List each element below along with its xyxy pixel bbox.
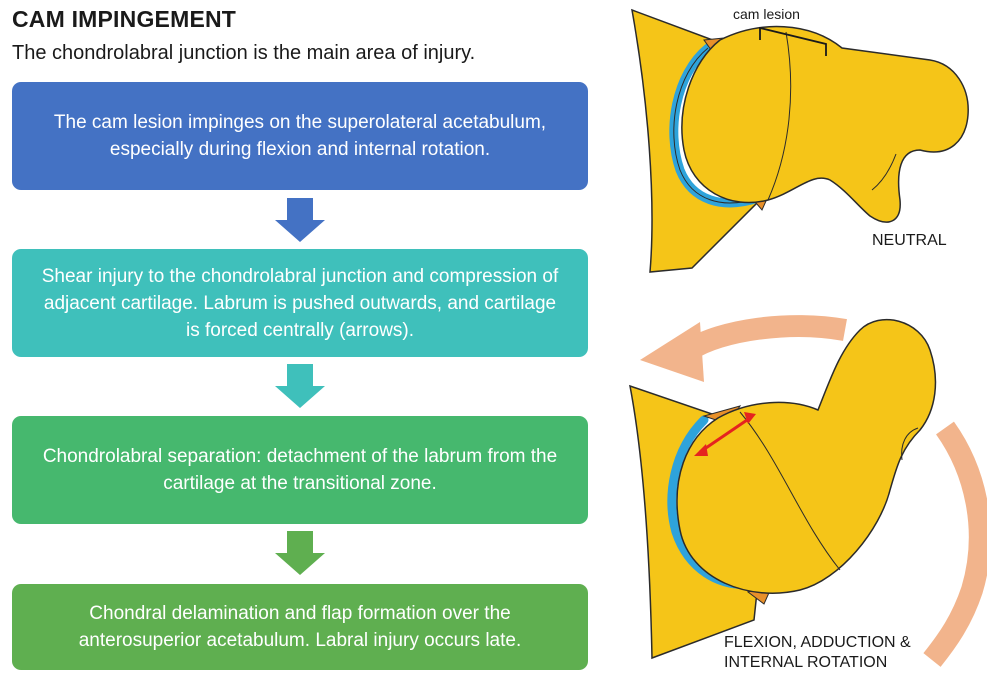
- step-3-box: Chondrolabral separation: detachment of …: [12, 416, 588, 524]
- step-2-box: Shear injury to the chondrolabral juncti…: [12, 249, 588, 357]
- page-title: CAM IMPINGEMENT: [12, 6, 237, 32]
- flexion-label-line1: FLEXION, ADDUCTION &: [724, 634, 911, 651]
- down-arrow-3-icon: [275, 531, 325, 575]
- page-subtitle: The chondrolabral junction is the main a…: [12, 42, 476, 64]
- down-arrow-2-icon: [275, 364, 325, 408]
- flexion-label-line2: INTERNAL ROTATION: [724, 654, 888, 671]
- step-3-text: Chondrolabral separation: detachment of …: [42, 446, 558, 494]
- neutral-label: NEUTRAL: [872, 232, 947, 249]
- cam-lesion-bracket: [759, 26, 827, 56]
- step-2-text: Shear injury to the chondrolabral juncti…: [41, 265, 559, 341]
- step-1-text: The cam lesion impinges on the superolat…: [53, 112, 547, 160]
- motion-arrow-head: [640, 322, 704, 382]
- down-arrow-1-icon: [275, 198, 325, 242]
- neutral-hip-illustration: [631, 8, 969, 273]
- femur-shape: [681, 25, 969, 223]
- step-1-box: The cam lesion impinges on the superolat…: [12, 82, 588, 190]
- flexion-hip-illustration: [629, 315, 987, 667]
- motion-arrow-arc: [923, 421, 987, 667]
- cam-lesion-label: cam lesion: [733, 6, 800, 22]
- force-arrow: [699, 416, 751, 454]
- step-4-box: Chondral delamination and flap formation…: [12, 584, 588, 670]
- femur-shape: [676, 318, 937, 594]
- step-4-text: Chondral delamination and flap formation…: [78, 603, 522, 651]
- neutral-hip-figure: cam lesion NEUTRAL: [600, 0, 987, 300]
- flexion-hip-figure: FLEXION, ADDUCTION & INTERNAL ROTATION: [600, 300, 987, 674]
